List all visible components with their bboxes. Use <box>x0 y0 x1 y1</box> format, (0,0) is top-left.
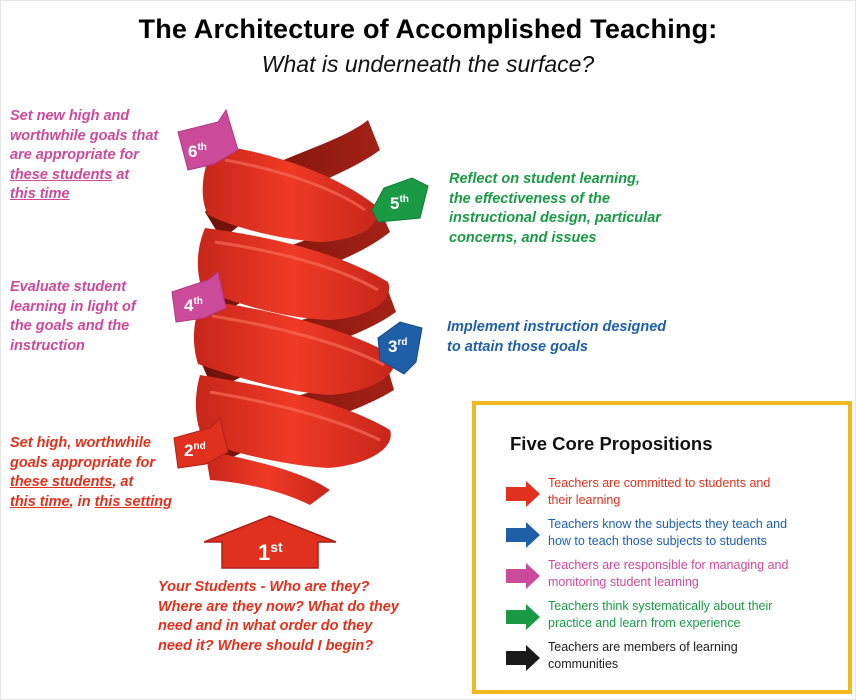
note-step-1-text: Who are they? <box>265 579 370 595</box>
note-step-4-line: Evaluate student <box>10 279 127 295</box>
proposition-item-3: Teachers are responsible for managing an… <box>506 557 846 597</box>
step-3-arrow <box>377 321 423 375</box>
note-step-2-line: these students, at <box>10 473 200 493</box>
note-step-6-text: at <box>112 166 130 183</box>
step-5-label: 5th <box>390 194 409 213</box>
black-arrow-icon <box>506 645 540 671</box>
step-5-arrow <box>371 177 429 223</box>
note-step-6-line: are appropriate for <box>10 147 139 163</box>
green-arrow-icon <box>506 604 540 630</box>
page-title: The Architecture of Accomplished Teachin… <box>138 14 718 44</box>
proposition-line: how to teach those subjects to students <box>548 534 767 548</box>
core-propositions-title: Five Core Propositions <box>510 433 713 454</box>
step-4-label: 4th <box>184 296 203 315</box>
note-step-1-heading: Your Students - <box>158 579 266 595</box>
proposition-line: Teachers are members of learning <box>548 640 738 654</box>
proposition-item-5: Teachers are members of learning communi… <box>506 639 846 679</box>
note-step-6-emphasis: these students <box>10 166 113 183</box>
proposition-text-4: Teachers think systematically about thei… <box>548 598 848 632</box>
proposition-text-2: Teachers know the subjects they teach an… <box>548 516 848 550</box>
helix-highlights <box>209 158 385 442</box>
note-step-1-line: Your Students - Who are they? <box>158 578 448 598</box>
note-step-6-emphasis: this time <box>10 186 70 202</box>
proposition-text-1: Teachers are committed to students and t… <box>548 475 848 509</box>
step-1-arrow <box>203 515 337 569</box>
red-arrow-icon <box>506 481 540 507</box>
step-6-label: 6th <box>188 142 207 161</box>
note-step-6-line: Set new high and <box>10 108 130 124</box>
note-step-6: Set new high and worthwhile goals that a… <box>10 107 200 205</box>
note-step-5-line: concerns, and issues <box>449 229 597 246</box>
proposition-item-4: Teachers think systematically about thei… <box>506 598 846 638</box>
proposition-item-2: Teachers know the subjects they teach an… <box>506 516 846 556</box>
note-step-1: Your Students - Who are they? Where are … <box>158 578 448 656</box>
note-step-1-line: need and in what order do they <box>158 618 373 634</box>
proposition-line: monitoring student learning <box>548 575 699 589</box>
note-step-2-text: , in <box>69 493 95 510</box>
proposition-line: Teachers know the subjects they teach an… <box>548 517 788 531</box>
step-2-label: 2nd <box>184 441 206 460</box>
note-step-2-line: this time, in this setting <box>10 493 200 513</box>
proposition-line: Teachers are responsible for managing an… <box>548 558 789 572</box>
note-step-2-text: , at <box>112 474 134 490</box>
proposition-text-5: Teachers are members of learning communi… <box>548 639 848 673</box>
proposition-line: practice and learn from experience <box>548 616 741 630</box>
note-step-2-emphasis: this time <box>10 493 70 510</box>
note-step-2-emphasis: these students <box>10 474 113 490</box>
note-step-4-line: the goals and the <box>10 318 130 334</box>
note-step-5: Reflect on student learning, the effecti… <box>449 170 709 248</box>
helix-front-strands <box>193 145 395 505</box>
note-step-4-line: learning in light of <box>10 298 136 315</box>
pink-arrow-icon <box>506 563 540 589</box>
page-subtitle: What is underneath the surface? <box>261 51 595 77</box>
step-4-arrow <box>171 271 227 323</box>
note-step-2: Set high, worthwhile goals appropriate f… <box>10 434 200 512</box>
proposition-line: their learning <box>548 493 621 507</box>
note-step-4: Evaluate student learning in light of th… <box>10 278 190 356</box>
note-step-1-line: Where are they now? What do they <box>158 598 399 615</box>
step-2-arrow <box>173 417 229 469</box>
note-step-3: Implement instruction designed to attain… <box>447 318 707 357</box>
note-step-6-line: these students at <box>10 166 200 186</box>
note-step-5-line: the effectiveness of the <box>449 190 610 207</box>
proposition-line: Teachers are committed to students and <box>548 476 771 490</box>
core-propositions-box: Five Core Propositions Teachers are comm… <box>472 401 852 694</box>
blue-arrow-icon <box>506 522 540 548</box>
note-step-3-line: Implement instruction designed <box>447 319 667 335</box>
note-step-5-line: Reflect on student learning, <box>449 171 640 187</box>
proposition-line: Teachers think systematically about thei… <box>548 599 773 613</box>
step-1-label: 1st <box>258 539 283 565</box>
note-step-3-line: to attain those goals <box>447 338 588 355</box>
note-step-2-line: goals appropriate for <box>10 454 156 471</box>
note-step-2-emphasis: this setting <box>94 493 172 510</box>
note-step-6-line: this time <box>10 185 200 205</box>
proposition-item-1: Teachers are committed to students and t… <box>506 475 846 515</box>
proposition-text-3: Teachers are responsible for managing an… <box>548 557 848 591</box>
note-step-1-line: need it? Where should I begin? <box>158 637 374 654</box>
note-step-6-line: worthwhile goals that <box>10 127 159 144</box>
note-step-2-line: Set high, worthwhile <box>10 435 151 451</box>
step-3-label: 3rd <box>388 337 407 356</box>
proposition-line: communities <box>548 657 619 671</box>
note-step-4-line: instruction <box>10 337 85 354</box>
note-step-5-line: instructional design, particular <box>449 210 661 226</box>
step-6-arrow <box>177 108 239 171</box>
